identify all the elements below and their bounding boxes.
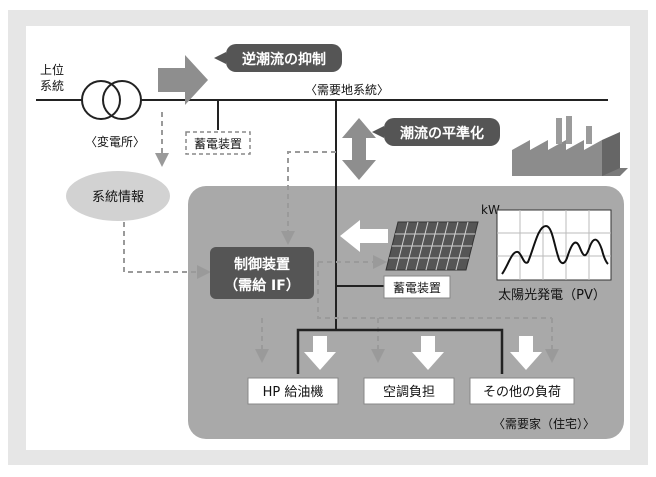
reverse-flow-label: 逆潮流の抑制 [242,51,326,68]
controller-box [210,247,314,299]
pv-output-arrow-icon [340,220,388,252]
load-label-hp: HP 給油機 [263,385,324,400]
customer-label: 〈需要家（住宅）〉 [493,416,595,431]
load-arrow-hp-icon [304,336,336,370]
pv-unit-label: kW [481,203,500,217]
demand-system-label: 〈需要地系統〉 [305,83,389,97]
controller-label-line2: （需給 IF） [224,277,300,294]
system-info-label: 系統情報 [92,190,144,205]
system-info-node [66,171,170,221]
flow-leveling-arrow-icon [342,118,376,180]
pv-output-chart [496,209,612,281]
load-box-other [469,377,575,405]
load-label-other: その他の負荷 [483,385,561,400]
solar-panel-icon [385,221,479,271]
pv-label: 太陽光発電（PV） [498,288,606,303]
load-distribution-bus [296,328,504,374]
flow-leveling-label: 潮流の平準化 [400,125,484,142]
load-arrow-ac-icon [412,336,444,370]
storage-upper-box [185,131,251,155]
load-label-ac: 空調負担 [383,385,435,400]
storage-lower-box [383,275,451,299]
load-box-ac [363,377,455,405]
load-arrow-other-icon [510,336,542,370]
flow-leveling-badge-pointer [372,126,384,138]
grid-upper-label: 上位 [40,62,64,77]
substation-label: 〈変電所〉 [85,134,145,149]
control-to-loads-dashed [317,262,552,319]
factory-icon [512,116,628,176]
controller-label-line1: 制御装置 [234,256,290,273]
load-box-hp [247,377,339,405]
reverse-flow-badge [226,44,342,72]
grid-upper-label-2: 系統 [40,79,64,93]
flow-leveling-badge [384,118,500,146]
reverse-flow-arrow-icon [158,55,208,105]
reverse-flow-badge-pointer [214,52,226,64]
storage-upper-label: 蓄電装置 [194,137,242,151]
storage-to-controller-dashed [281,151,336,245]
info-to-controller-dashed [123,222,211,279]
storage-lower-label: 蓄電装置 [393,281,441,295]
